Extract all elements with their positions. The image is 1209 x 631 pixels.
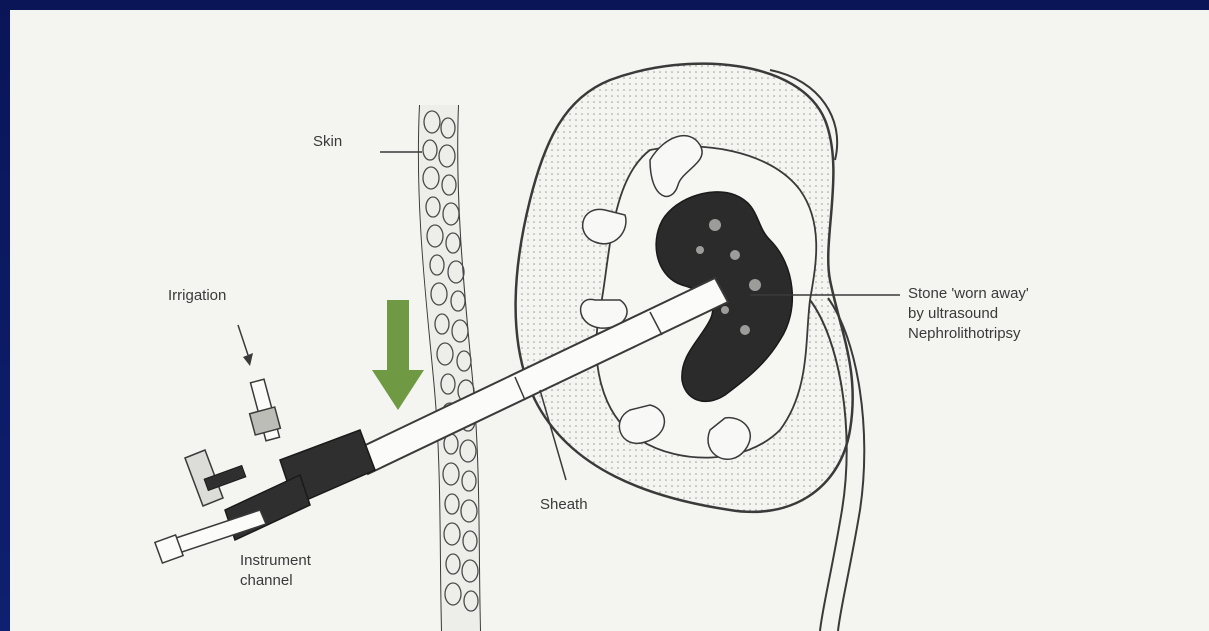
label-stone-line-3: Nephrolithotripsy	[908, 324, 1029, 344]
figure-panel: Skin Irrigation Stone 'worn away' by ult…	[10, 10, 1209, 631]
nephrolithotripsy-diagram	[10, 10, 1209, 631]
skin-layer	[419, 105, 480, 631]
label-instrument-channel-line-1: Instrument	[240, 551, 311, 571]
label-stone-line-1: Stone 'worn away'	[908, 284, 1029, 304]
label-skin: Skin	[313, 132, 342, 152]
label-sheath: Sheath	[540, 495, 588, 515]
irrigation-arrow-icon	[238, 325, 253, 366]
label-instrument-channel: Instrument channel	[240, 551, 311, 591]
label-irrigation: Irrigation	[168, 286, 226, 306]
down-arrow-icon	[372, 300, 424, 410]
label-stone: Stone 'worn away' by ultrasound Nephroli…	[908, 284, 1029, 344]
label-stone-line-2: by ultrasound	[908, 304, 1029, 324]
label-instrument-channel-line-2: channel	[240, 571, 311, 591]
nephroscope-handle	[155, 379, 375, 563]
